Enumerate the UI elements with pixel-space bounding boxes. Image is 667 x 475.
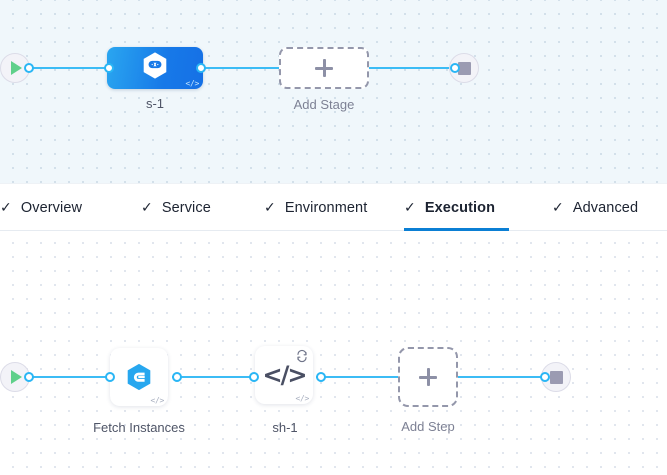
- exec-start-output-endpoint[interactable]: [24, 372, 34, 382]
- s1-output-endpoint[interactable]: [196, 63, 206, 73]
- edge-start-to-s1: [24, 67, 114, 69]
- s1-input-endpoint[interactable]: [104, 63, 114, 73]
- add-stage-label: Add Stage: [293, 97, 355, 112]
- end-input-endpoint[interactable]: [450, 63, 460, 73]
- start-output-endpoint[interactable]: [24, 63, 34, 73]
- tab-environment-label: Environment: [284, 199, 368, 216]
- play-icon: [11, 370, 22, 384]
- edge-s1-to-add-stage: [196, 67, 284, 69]
- repeat-loop-icon: [295, 349, 309, 363]
- tab-overview[interactable]: ✓ Overview: [0, 184, 82, 231]
- stage-label-s1: s-1: [145, 96, 165, 111]
- check-icon: ✓: [552, 198, 564, 215]
- sh1-input-endpoint[interactable]: [249, 372, 259, 382]
- exec-end-input-endpoint[interactable]: [540, 372, 550, 382]
- edge-add-stage-to-end: [364, 67, 457, 69]
- tab-service-label: Service: [161, 199, 211, 216]
- step-label-fetch-instances: Fetch Instances: [93, 420, 185, 435]
- play-icon: [11, 61, 22, 75]
- code-icon: </>: [185, 79, 199, 88]
- step-node-fetch-instances[interactable]: </>: [110, 348, 168, 406]
- stop-icon: [549, 370, 563, 384]
- add-step-label: Add Step: [401, 419, 455, 434]
- plus-icon: [419, 368, 437, 386]
- tab-execution-label: Execution: [424, 199, 496, 216]
- edge-sh1-to-add-step: [316, 376, 398, 378]
- harness-e-hexagon-icon: [126, 363, 152, 391]
- code-icon: </>: [150, 396, 164, 405]
- tab-environment[interactable]: ✓ Environment: [264, 184, 367, 231]
- add-stage-button[interactable]: [279, 47, 369, 89]
- tab-advanced[interactable]: ✓ Advanced: [552, 184, 638, 231]
- tab-service[interactable]: ✓ Service: [141, 184, 211, 231]
- check-icon: ✓: [404, 198, 416, 215]
- step-node-sh1[interactable]: </> </>: [255, 346, 313, 404]
- edge-start-to-fetch: [24, 376, 110, 378]
- pipeline-end-node[interactable]: [449, 53, 479, 83]
- fetch-instances-input-endpoint[interactable]: [105, 372, 115, 382]
- tab-advanced-label: Advanced: [572, 199, 639, 216]
- execution-start-node[interactable]: [0, 362, 30, 392]
- plus-icon: [315, 59, 333, 77]
- stage-config-tabbar: ✓ Overview ✓ Service ✓ Environment ✓ Exe…: [0, 183, 667, 231]
- edge-fetch-to-sh1: [172, 376, 254, 378]
- execution-steps-canvas[interactable]: </> Fetch Instances </> </> sh-1 Add Ste…: [0, 232, 667, 475]
- step-label-sh1: sh-1: [272, 420, 298, 435]
- fetch-instances-output-endpoint[interactable]: [172, 372, 182, 382]
- tab-execution[interactable]: ✓ Execution: [404, 184, 510, 231]
- check-icon: ✓: [141, 198, 153, 215]
- edge-add-step-to-end: [458, 376, 546, 378]
- add-step-button[interactable]: [398, 347, 458, 407]
- sh1-output-endpoint[interactable]: [316, 372, 326, 382]
- harness-hexagon-icon: [142, 52, 168, 85]
- check-icon: ✓: [264, 198, 276, 215]
- check-icon: ✓: [0, 198, 12, 215]
- active-tab-underline: [404, 228, 510, 231]
- shell-script-code-icon: </>: [262, 361, 308, 389]
- stage-node-s1[interactable]: </>: [107, 47, 203, 89]
- tab-overview-label: Overview: [20, 199, 83, 216]
- stop-icon: [457, 61, 471, 75]
- code-icon: </>: [295, 394, 309, 403]
- stages-canvas[interactable]: </> s-1 Add Stage: [0, 0, 667, 183]
